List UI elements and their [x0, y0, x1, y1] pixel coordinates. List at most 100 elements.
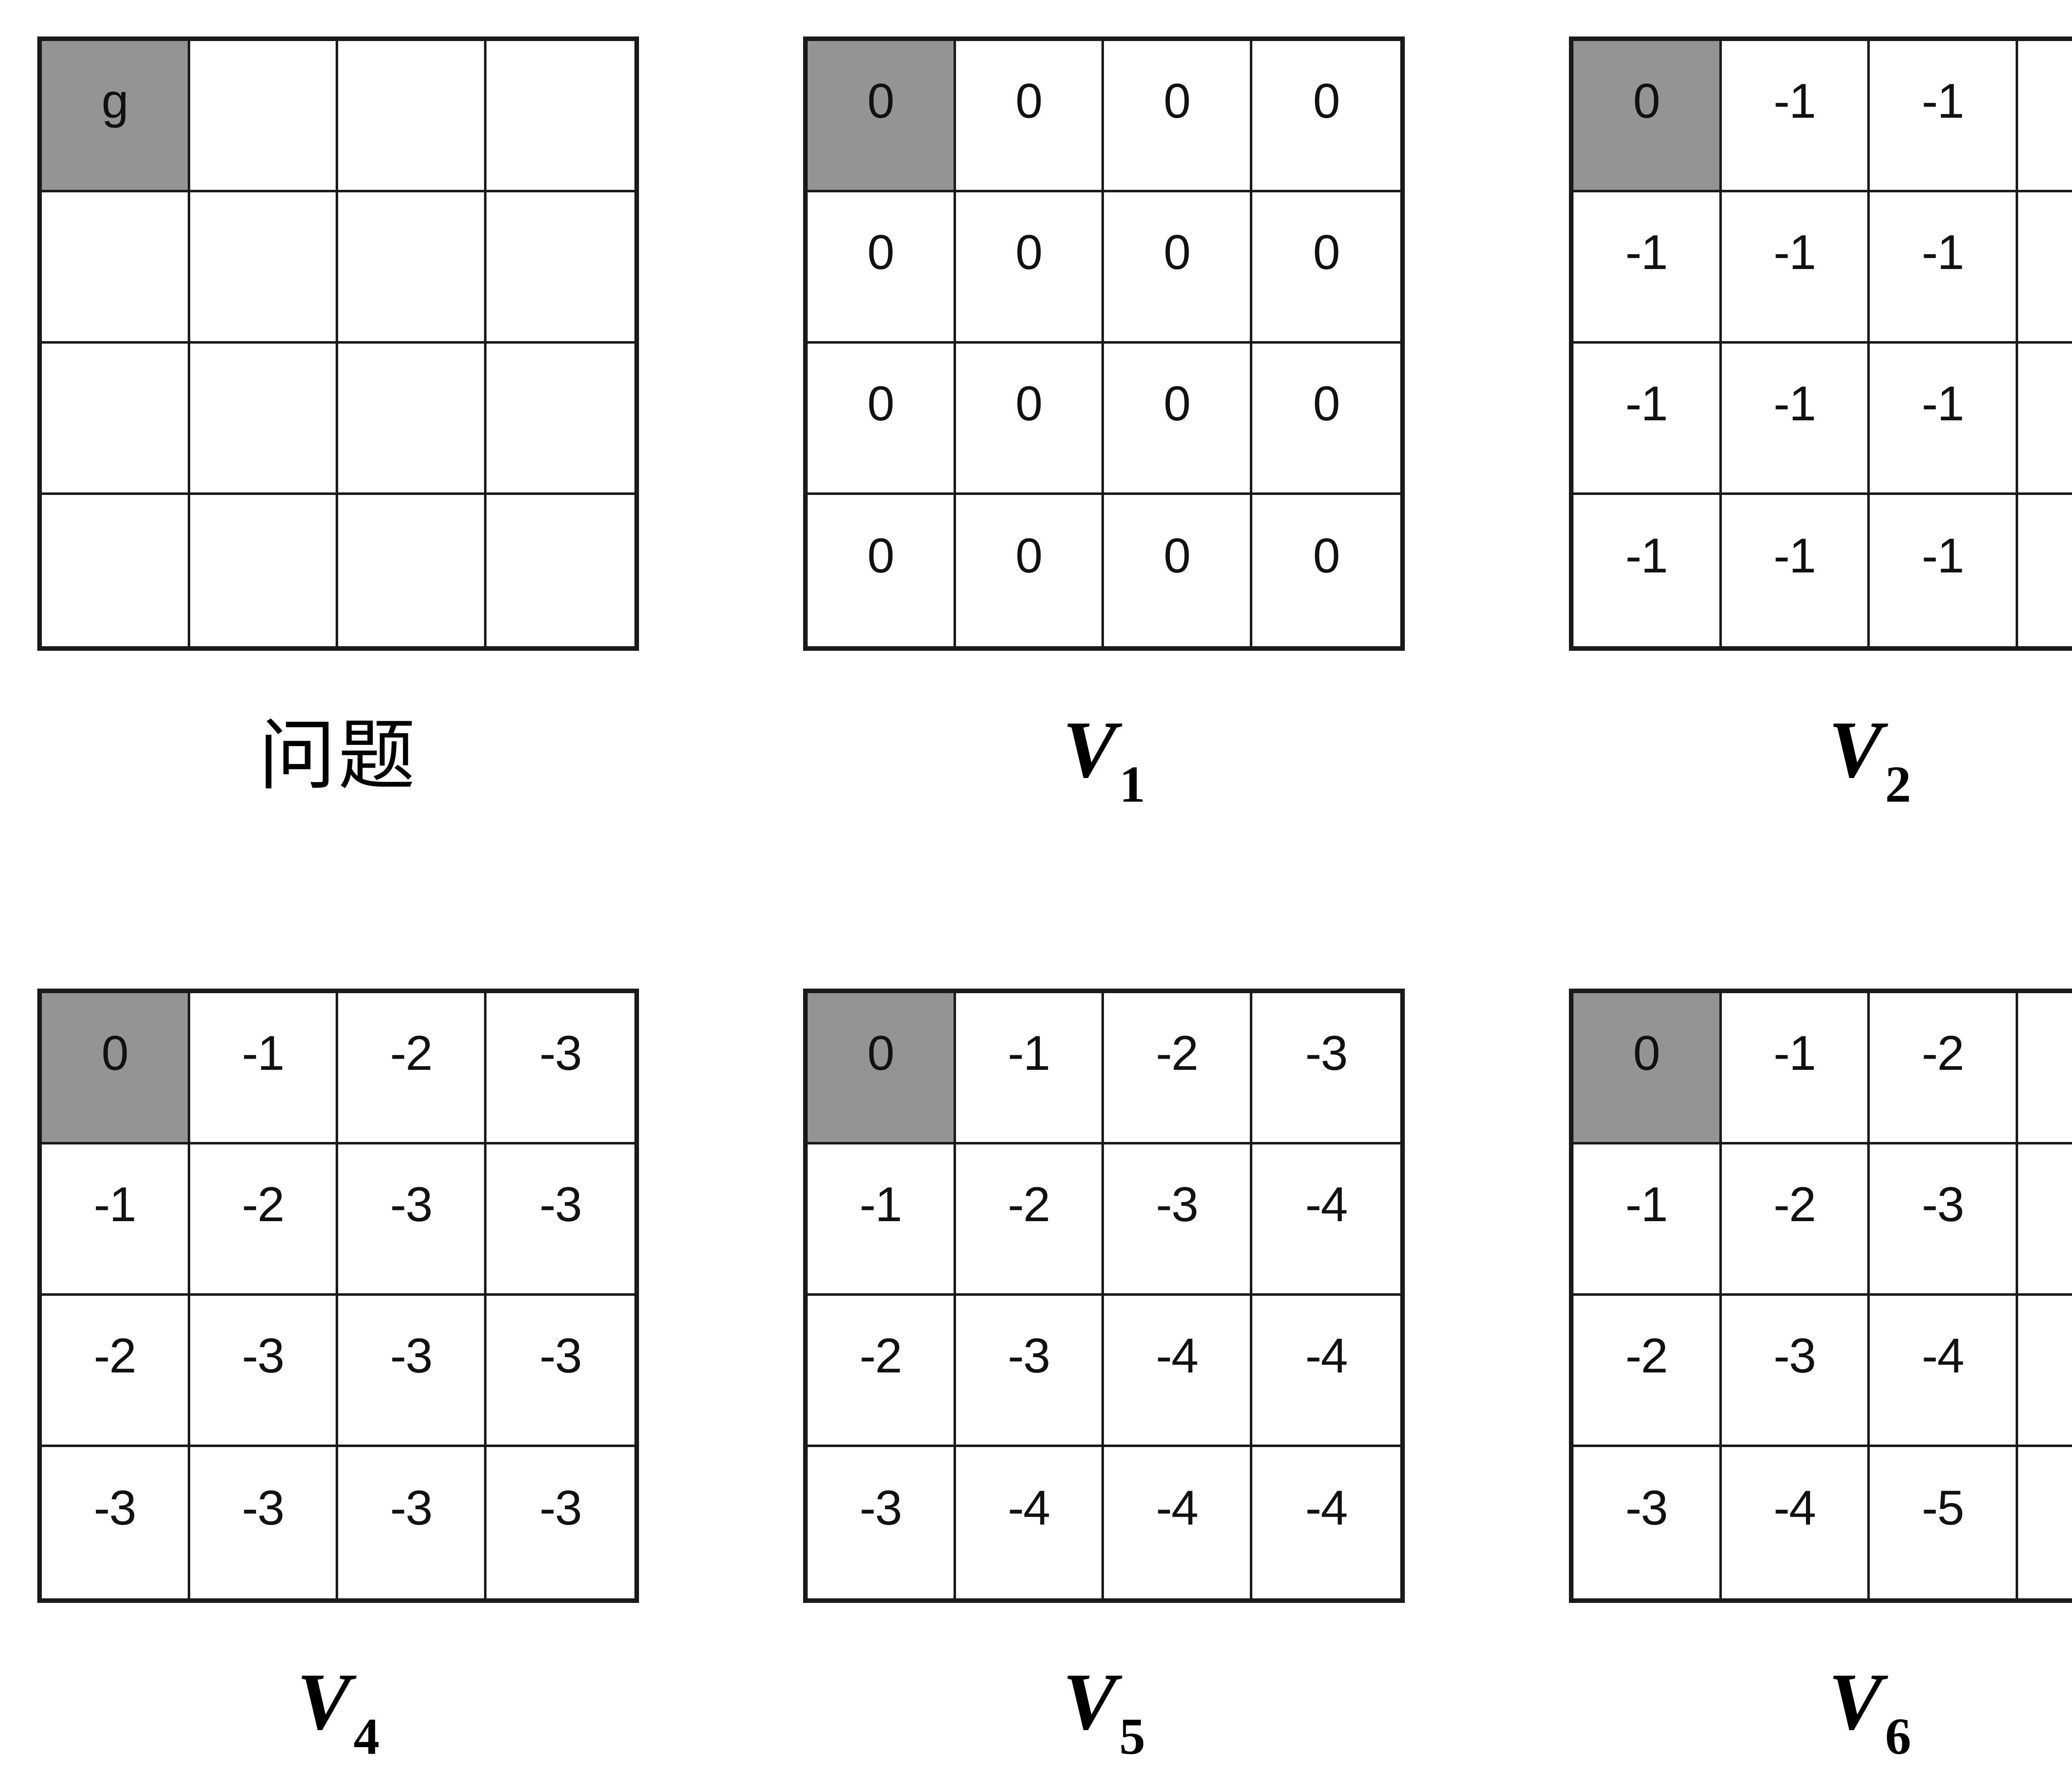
grid-cell: -3 [487, 1144, 635, 1296]
cell-value: -3 [1252, 1029, 1401, 1078]
cell-value: -4 [1252, 1331, 1401, 1380]
cell-value: -5 [2018, 1484, 2072, 1532]
cell-value: -1 [1722, 1029, 1868, 1078]
grid-cell: -1 [2018, 41, 2072, 192]
grid-cell: -3 [2018, 993, 2072, 1144]
panel-problem: g 问题 [37, 36, 639, 825]
caption-subscript: 5 [1119, 1708, 1145, 1765]
cell-value: -2 [956, 1180, 1102, 1229]
cell-value: 0 [808, 1029, 954, 1078]
grid-cell: -4 [2018, 1144, 2072, 1296]
cell-value: -3 [42, 1484, 188, 1532]
cell-value: 0 [1104, 379, 1250, 428]
panel-caption-problem: 问题 [37, 651, 639, 825]
cell-value: -4 [956, 1484, 1102, 1532]
cell-value: -3 [487, 1331, 635, 1380]
grid-cell: -3 [487, 993, 635, 1144]
grid-cell: -2 [338, 993, 487, 1144]
cell-value: 0 [1104, 77, 1250, 126]
cell-value: -1 [1722, 77, 1868, 126]
caption-math-v5: V5 [1063, 1661, 1145, 1755]
cell-value: -1 [42, 1180, 188, 1229]
grid-cell: 0 [808, 993, 956, 1144]
grid-cell: -1 [2018, 192, 2072, 344]
cell-value: -3 [487, 1029, 635, 1078]
cell-value: 0 [808, 228, 954, 277]
grid-cell: 0 [1573, 993, 1722, 1144]
cell-value: -4 [1104, 1484, 1250, 1532]
grid-cell [487, 41, 635, 192]
grid-v6: 0-1-2-3-1-2-3-4-2-3-4-5-3-4-5-5 [1569, 989, 2072, 1603]
caption-subscript: 2 [1885, 756, 1911, 813]
grid-v4: 0-1-2-3-1-2-3-3-2-3-3-3-3-3-3-3 [37, 989, 639, 1603]
grid-cell: -1 [1870, 344, 2018, 495]
cell-value: -3 [1722, 1331, 1868, 1380]
cell-value: -2 [1104, 1029, 1250, 1078]
cell-value: 0 [1104, 228, 1250, 277]
grid-cell [338, 41, 487, 192]
grid-cell: 0 [808, 495, 956, 646]
cell-value: -5 [1870, 1484, 2016, 1532]
cell-value: 0 [956, 228, 1102, 277]
cell-value: -1 [1870, 77, 2016, 126]
cell-value: -1 [1870, 531, 2016, 580]
cell-value: -3 [2018, 1029, 2072, 1078]
grid-cell: 0 [1252, 192, 1401, 344]
grid-cell: 0 [808, 344, 956, 495]
grid-cell: -2 [42, 1296, 190, 1447]
cell-value: -3 [1104, 1180, 1250, 1229]
grid-cell: -2 [808, 1296, 956, 1447]
grid-cell: 0 [1252, 344, 1401, 495]
grid-cell: -4 [1722, 1447, 1870, 1598]
grid-v5: 0-1-2-3-1-2-3-4-2-3-4-4-3-4-4-4 [803, 989, 1405, 1603]
grid-cell: -1 [1722, 192, 1870, 344]
cell-value: -1 [1573, 228, 1719, 277]
cell-value: -4 [1252, 1180, 1401, 1229]
caption-symbol: V [1063, 1657, 1117, 1747]
cell-value: 0 [956, 531, 1102, 580]
grid-cell: -5 [2018, 1296, 2072, 1447]
grid-cell: -3 [487, 1296, 635, 1447]
grid-cell [190, 344, 339, 495]
grid-cell [42, 344, 190, 495]
cell-value: -1 [1573, 379, 1719, 428]
grid-cell: -2 [1722, 1144, 1870, 1296]
cell-value: -1 [1573, 1180, 1719, 1229]
grid-cell: -3 [338, 1296, 487, 1447]
grid-cell [487, 344, 635, 495]
grid-cell: -1 [1870, 192, 2018, 344]
grid-cell: -4 [1252, 1144, 1401, 1296]
cell-value: -2 [42, 1331, 188, 1380]
grid-v2: 0-1-1-1-1-1-1-1-1-1-1-1-1-1-1-1 [1569, 36, 2072, 651]
cell-value: -1 [1722, 531, 1868, 580]
cell-value: -2 [338, 1029, 484, 1078]
cell-value: -4 [1722, 1484, 1868, 1532]
grid-cell: -2 [190, 1144, 339, 1296]
cell-value: -4 [2018, 1180, 2072, 1229]
cell-value: -1 [190, 1029, 336, 1078]
grid-cell: -3 [1722, 1296, 1870, 1447]
grid-cell: -1 [956, 993, 1104, 1144]
cell-value: -1 [2018, 379, 2072, 428]
cell-value: g [42, 77, 188, 126]
cell-value: 0 [956, 77, 1102, 126]
grid-cell: -2 [956, 1144, 1104, 1296]
cell-value: -5 [2018, 1331, 2072, 1380]
cell-value: 0 [1573, 77, 1719, 126]
grid-cell: -3 [487, 1447, 635, 1598]
cell-value: 0 [42, 1029, 188, 1078]
grid-cell: 0 [956, 41, 1104, 192]
panel-caption-v4: V4 [37, 1603, 639, 1777]
cell-value: -1 [1870, 228, 2016, 277]
grid-cell: -1 [1573, 344, 1722, 495]
grid-cell: -1 [2018, 344, 2072, 495]
caption-math-v6: V6 [1828, 1661, 1911, 1755]
panel-caption-v2: V2 [1569, 651, 2072, 825]
grid-cell: -1 [1722, 993, 1870, 1144]
caption-symbol: V [1063, 705, 1117, 795]
grid-cell [42, 495, 190, 646]
caption-math-v2: V2 [1828, 709, 1911, 802]
grid-cell: -3 [1870, 1144, 2018, 1296]
